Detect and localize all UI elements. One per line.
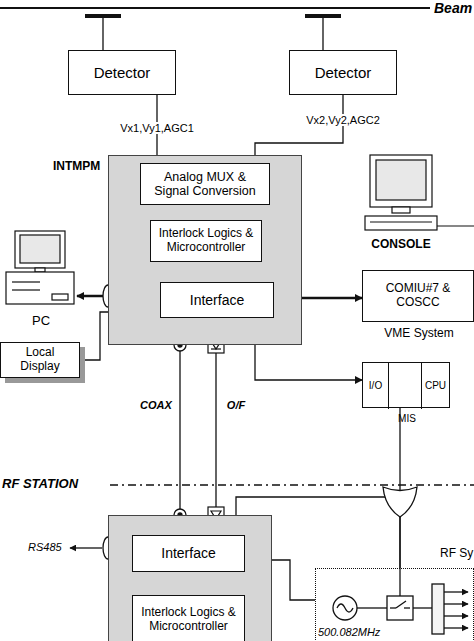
process-box: Detector: [68, 50, 176, 95]
node-text: Analog MUX & Signal Conversion: [141, 168, 269, 201]
signal-label: COAX: [138, 399, 174, 411]
console-icon: [365, 155, 474, 230]
process-box: Interface: [160, 282, 274, 318]
rf-chain: [333, 568, 468, 634]
signal-label: O/F: [225, 399, 247, 411]
process-box: Analog MUX & Signal Conversion: [140, 163, 270, 205]
terminal-icon: PC: [5, 228, 77, 312]
node-text: COMIU#7 & COSCC: [363, 280, 473, 312]
module-box: InterfaceInterlock Logics & Microcontrol…: [108, 515, 272, 641]
process-box: Interlock Logics & Microcontroller: [132, 595, 245, 641]
annotation-label: RF STATION: [2, 476, 78, 491]
node-text: Interlock Logics & Microcontroller: [151, 225, 261, 257]
station-boundary: [110, 484, 474, 485]
pc-icon: [6, 231, 74, 304]
node-text: Interlock Logics & Microcontroller: [133, 604, 244, 636]
process-box: I/OCPUMIS: [362, 362, 450, 408]
process-box: COMIU#7 & COSCCVME System: [362, 270, 474, 322]
node-text: MIS: [363, 413, 451, 425]
node-text: INTMPM: [53, 160, 107, 174]
process-box: Interface: [132, 535, 245, 572]
signal-label: Vx1,Vy1,AGC1: [118, 122, 196, 134]
coax-connector: [174, 339, 186, 521]
annotation-label: RS485: [28, 541, 62, 553]
annotation-label: 500.082MHz: [318, 626, 380, 638]
signal-label: Vx2,Vy2,AGC2: [304, 114, 382, 126]
or-gate: [383, 487, 417, 517]
node-text: I/O: [363, 363, 389, 409]
node-text: PC: [5, 314, 77, 329]
node-text: Interface: [185, 290, 249, 310]
process-box: Local Display: [0, 342, 80, 378]
node-text: Detector: [310, 62, 377, 83]
node-text: Detector: [89, 62, 156, 83]
node-text: VME System: [363, 327, 474, 341]
process-box: Interlock Logics & Microcontroller: [150, 220, 262, 262]
module-box: INTMPMAnalog MUX & Signal ConversionInte…: [108, 155, 302, 345]
node-text: RF Sy: [440, 547, 474, 561]
connector: [255, 95, 343, 163]
node-text: Interface: [156, 543, 220, 563]
optical-transceiver: [208, 337, 224, 523]
annotation-label: Beam: [434, 0, 472, 16]
beam-line: [0, 8, 430, 50]
terminal-icon: CONSOLE: [362, 152, 440, 236]
process-box: Detector: [289, 50, 397, 95]
node-text: CONSOLE: [356, 238, 446, 252]
node-text: Local Display: [1, 344, 79, 376]
node-text: CPU: [421, 363, 449, 409]
